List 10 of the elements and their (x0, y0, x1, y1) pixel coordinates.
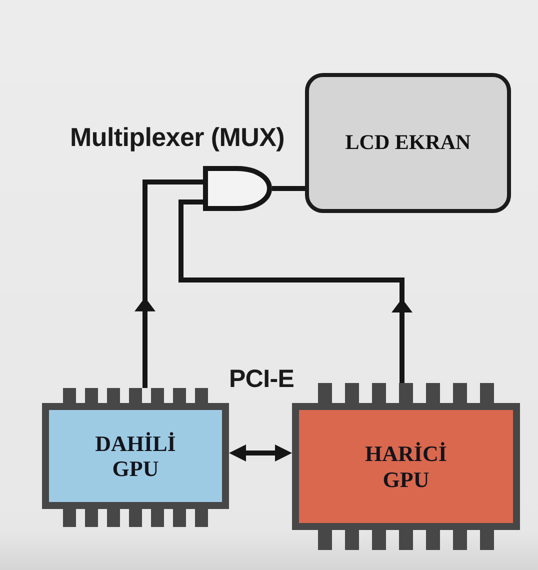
box-label: LCD EKRAN (345, 130, 471, 156)
arrow (229, 444, 292, 462)
chip-label: HARİCİ GPU (365, 441, 447, 492)
bus-label: PCI-E (229, 364, 294, 394)
arrow (134, 180, 203, 388)
display-box (305, 73, 511, 213)
chip-label: DAHİLİ GPU (95, 430, 176, 482)
gate-title: Multiplexer (MUX) (70, 122, 284, 152)
arrow (178, 200, 412, 383)
gpu-chip (42, 388, 229, 527)
